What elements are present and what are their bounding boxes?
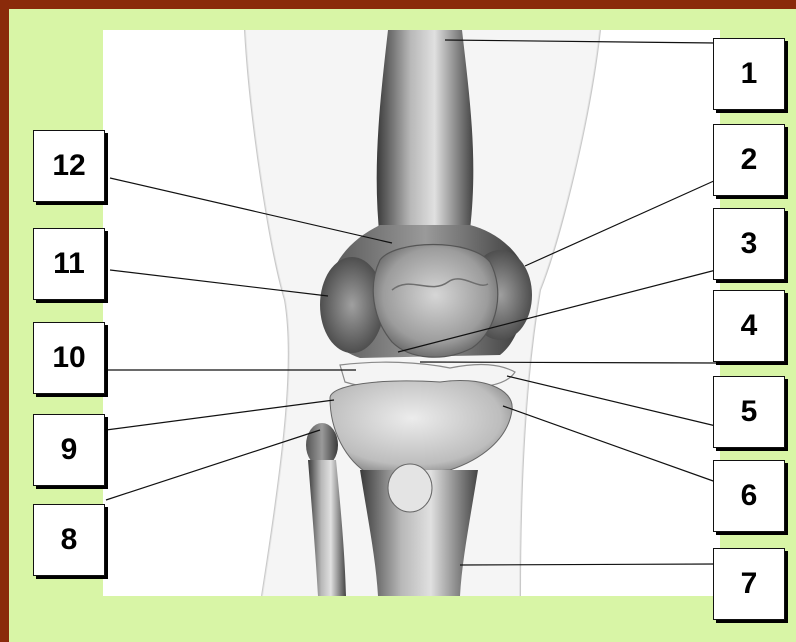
label-number: 5: [741, 395, 758, 429]
label-box-10: 10: [33, 322, 105, 394]
label-box-8: 8: [33, 504, 105, 576]
patella: [373, 245, 498, 358]
label-box-5: 5: [713, 376, 785, 448]
label-number: 9: [61, 433, 78, 467]
label-box-7: 7: [713, 548, 785, 620]
label-number: 6: [741, 479, 758, 513]
label-box-9: 9: [33, 414, 105, 486]
label-number: 4: [741, 309, 758, 343]
label-box-12: 12: [33, 130, 105, 202]
femur-shaft: [377, 30, 474, 240]
label-number: 12: [52, 149, 85, 183]
leader-line-6: [503, 406, 716, 482]
label-number: 11: [53, 247, 85, 281]
label-number: 2: [741, 143, 758, 177]
tibial-tuberosity: [388, 464, 432, 512]
label-box-6: 6: [713, 460, 785, 532]
label-number: 8: [61, 523, 78, 557]
label-number: 3: [741, 227, 758, 261]
label-number: 7: [741, 567, 758, 601]
label-box-2: 2: [713, 124, 785, 196]
label-box-11: 11: [33, 228, 105, 300]
label-box-3: 3: [713, 208, 785, 280]
label-number: 1: [741, 57, 758, 91]
label-box-4: 4: [713, 290, 785, 362]
label-box-1: 1: [713, 38, 785, 110]
label-number: 10: [52, 341, 85, 375]
